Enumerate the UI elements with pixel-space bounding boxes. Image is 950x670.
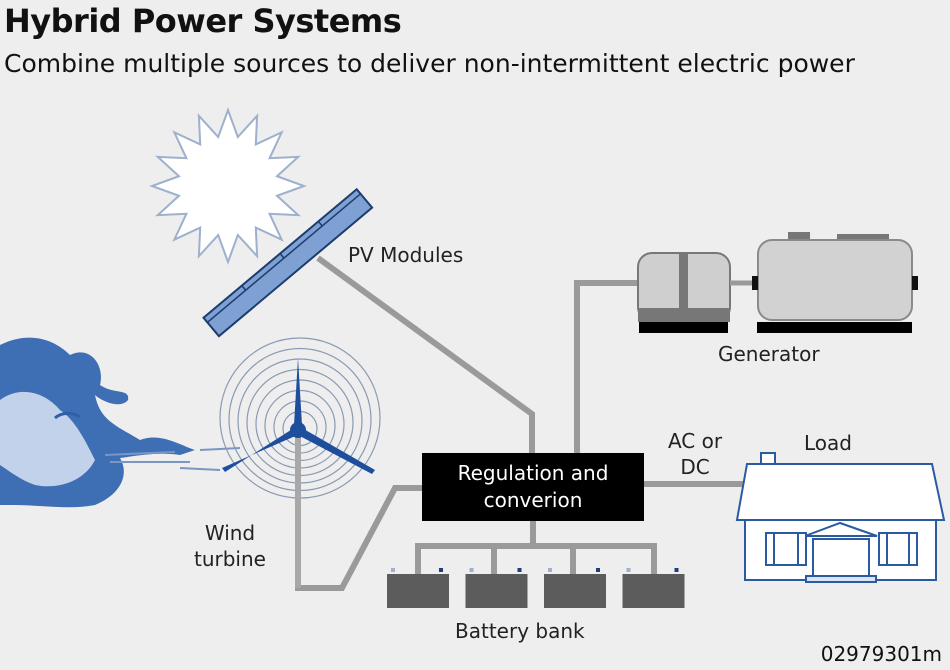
ac-dc-line2: DC <box>680 455 710 479</box>
wires <box>295 255 745 591</box>
wind-turbine-line2: turbine <box>194 547 266 571</box>
figure-code: 02979301m <box>820 642 942 666</box>
generator-label: Generator <box>718 342 820 366</box>
regulation-line1: Regulation and <box>457 461 609 485</box>
sun-icon <box>149 107 307 265</box>
ac-dc-line1: AC or <box>667 429 723 453</box>
diagram-subtitle: Combine multiple sources to deliver non-… <box>4 49 855 78</box>
wire-battery-bus <box>415 543 657 574</box>
diagram-title: Hybrid Power Systems <box>4 2 402 40</box>
wind-turbine-label: Wind turbine <box>180 520 280 572</box>
battery-icon <box>465 568 528 608</box>
wind-turbine-line1: Wind <box>204 521 256 545</box>
wind-turbine-icon <box>219 337 381 588</box>
load-label: Load <box>804 431 852 455</box>
regulation-conversion-box: Regulation and converion <box>422 453 644 521</box>
house-icon <box>735 452 946 583</box>
regulation-line2: converion <box>483 488 583 512</box>
battery-bank-label: Battery bank <box>455 619 585 643</box>
battery-icon <box>622 568 685 608</box>
ac-dc-label: AC or DC <box>650 428 740 480</box>
generator-icon <box>637 232 918 333</box>
wire-generator <box>574 280 640 455</box>
wire-pv <box>316 255 535 455</box>
pv-modules-label: PV Modules <box>348 243 464 267</box>
solar-panel-icon <box>202 187 374 338</box>
battery-icon <box>544 568 606 608</box>
battery-bank <box>387 568 685 608</box>
battery-icon <box>387 568 449 608</box>
wind-face-icon <box>0 337 241 508</box>
